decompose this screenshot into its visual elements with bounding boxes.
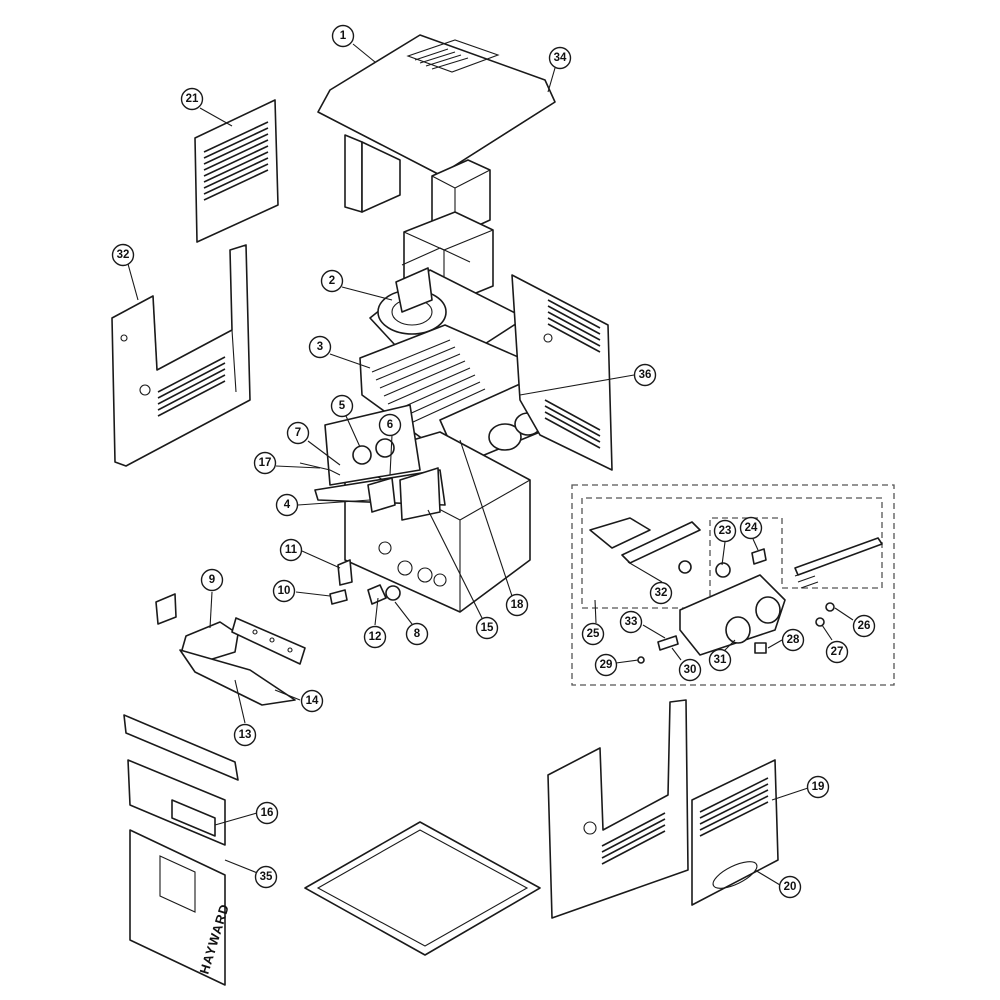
callout-8: 8 [405,622,429,646]
callout-27: 27 [825,640,849,664]
rear-access-panel [691,759,779,906]
svg-text:36: 36 [639,369,652,381]
svg-text:17: 17 [259,457,272,469]
callout-15: 15 [475,616,499,640]
svg-text:33: 33 [625,616,638,628]
svg-text:18: 18 [511,599,524,611]
base-pan [304,821,541,956]
callout-18: 18 [505,593,529,617]
svg-text:2: 2 [329,275,335,287]
svg-text:3: 3 [317,341,323,353]
callout-35: 35 [254,865,278,889]
callout-34: 34 [548,46,572,70]
svg-text:19: 19 [812,781,825,793]
left-rear-panel [194,99,279,243]
callout-29: 29 [594,653,618,677]
svg-text:4: 4 [284,499,291,511]
callout-19: 19 [806,775,830,799]
callout-14: 14 [300,689,324,713]
svg-text:27: 27 [831,646,844,658]
svg-text:30: 30 [684,664,697,676]
lower-right-side-panel [547,699,689,919]
svg-text:26: 26 [858,620,871,632]
svg-text:6: 6 [387,419,393,431]
callout-5: 5 [330,394,354,418]
left-side-panel [111,244,251,467]
callout-28: 28 [781,628,805,652]
svg-text:29: 29 [600,659,613,671]
control-chassis [299,404,531,613]
callout-1: 1 [331,24,355,48]
front-panels: HAYWARD [123,714,239,986]
callout-11: 11 [279,538,303,562]
svg-text:25: 25 [587,628,600,640]
svg-text:23: 23 [719,525,732,537]
callout-26: 26 [852,614,876,638]
right-side-panel [511,274,613,471]
small-parts [155,559,401,706]
callout-16: 16 [255,801,279,825]
callout-23: 23 [713,519,737,543]
callout-13: 13 [233,723,257,747]
callout-25: 25 [581,622,605,646]
callout-2: 2 [320,269,344,293]
svg-text:8: 8 [414,628,421,640]
svg-text:12: 12 [369,631,382,643]
svg-text:10: 10 [278,585,291,597]
svg-text:34: 34 [554,52,567,64]
callout-24: 24 [739,516,763,540]
svg-text:20: 20 [784,881,797,893]
svg-text:7: 7 [295,427,301,439]
heater-head-parts [589,517,883,664]
callout-4: 4 [275,493,299,517]
svg-text:35: 35 [260,871,273,883]
callout-9: 9 [200,568,224,592]
svg-text:1: 1 [340,30,347,42]
callout-33: 33 [619,610,643,634]
svg-text:28: 28 [787,634,800,646]
callout-30: 30 [678,658,702,682]
leader-lines [127,43,854,886]
svg-text:14: 14 [306,695,319,707]
svg-text:15: 15 [481,622,494,634]
callout-7: 7 [286,421,310,445]
svg-text:13: 13 [239,729,252,741]
svg-text:5: 5 [339,400,346,412]
callout-17: 17 [253,451,277,475]
svg-text:11: 11 [285,544,298,556]
svg-text:32: 32 [655,587,668,599]
callout-3: 3 [308,335,332,359]
callout-6: 6 [378,413,402,437]
callout-10: 10 [272,579,296,603]
svg-text:24: 24 [745,522,758,534]
callout-20: 20 [778,875,802,899]
heater-head-box [571,484,895,686]
callout-32-lower: 32 [649,581,673,605]
callout-21: 21 [180,87,204,111]
heater-head-inner-box [581,497,883,609]
svg-text:21: 21 [186,93,199,105]
callout-31: 31 [708,648,732,672]
svg-text:16: 16 [261,807,274,819]
svg-text:32: 32 [117,249,130,261]
blower-assembly [369,247,526,361]
svg-text:9: 9 [209,574,215,586]
top-cover [317,34,556,213]
svg-text:31: 31 [714,654,727,666]
callout-12: 12 [363,625,387,649]
callout-32: 32 [111,243,135,267]
callout-36: 36 [633,363,657,387]
